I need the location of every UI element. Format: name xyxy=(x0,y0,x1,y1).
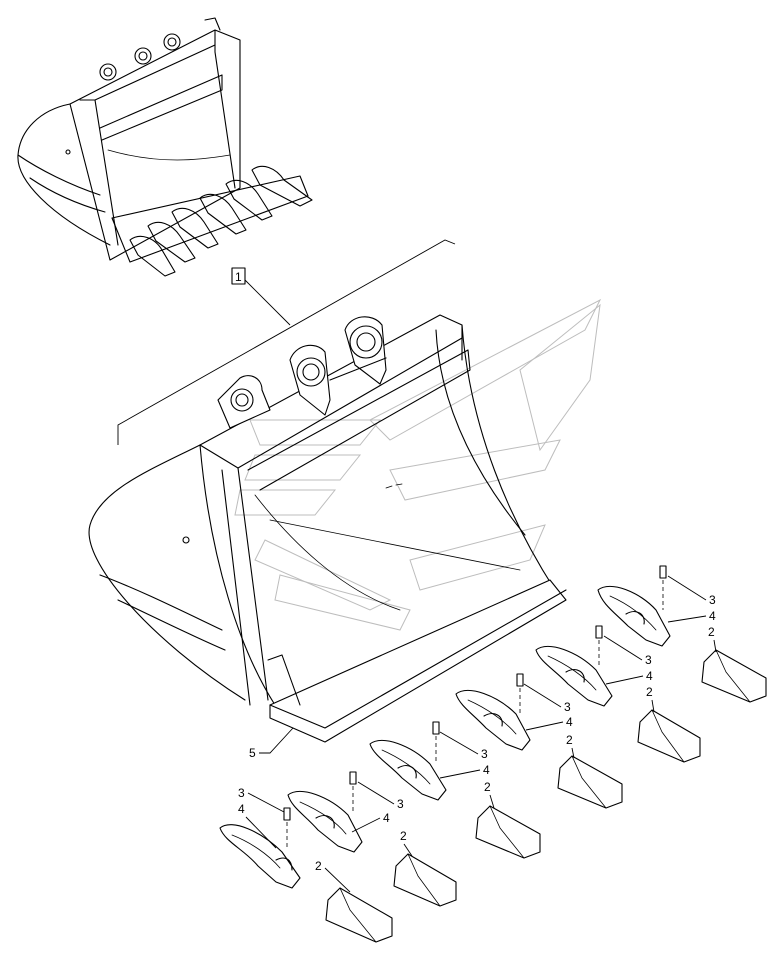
watermark-logo xyxy=(234,298,602,631)
adapters xyxy=(219,585,671,889)
callout-label: 3 xyxy=(481,747,488,761)
tip-2 xyxy=(393,853,457,907)
callout-label: 1 xyxy=(235,270,242,284)
callout-label: 2 xyxy=(484,780,491,794)
callout-label: 4 xyxy=(483,763,490,777)
callout-label: 4 xyxy=(646,669,653,683)
adapter-4 xyxy=(455,689,531,751)
tip-6 xyxy=(701,649,767,703)
bucket-main xyxy=(88,314,567,743)
pin-1 xyxy=(283,807,291,850)
callout-label: 2 xyxy=(708,625,715,639)
tip-5 xyxy=(637,709,701,763)
adapter-3 xyxy=(369,739,447,801)
bucket-lugs xyxy=(217,316,387,429)
pin-2 xyxy=(349,771,357,812)
callout-label: 3 xyxy=(397,797,404,811)
adapter-1 xyxy=(219,824,301,889)
callout-label: 4 xyxy=(709,609,716,623)
pin-3 xyxy=(432,721,440,762)
callout-label: 5 xyxy=(249,746,256,760)
center-mark xyxy=(385,483,403,489)
callout-label: 4 xyxy=(566,715,573,729)
callout-label: 4 xyxy=(238,802,245,816)
kit-callout: 1 xyxy=(117,239,456,445)
callout-label: 2 xyxy=(315,859,322,873)
adapter-2 xyxy=(287,790,363,853)
callout-label: 2 xyxy=(566,733,573,747)
adapter-5 xyxy=(535,645,613,707)
bucket-callout: 5 xyxy=(249,727,294,760)
callout-label: 2 xyxy=(400,829,407,843)
callout-box xyxy=(231,267,246,285)
pin-4 xyxy=(516,673,524,714)
tip-callouts: 2 2 2 2 2 2 xyxy=(315,625,717,893)
pins xyxy=(283,565,667,850)
callout-label: 3 xyxy=(564,700,571,714)
callout-label: 3 xyxy=(709,593,716,607)
pin-callouts: 3 3 3 3 3 3 xyxy=(238,575,716,813)
pin-5 xyxy=(595,625,603,668)
callout-label: 3 xyxy=(645,653,652,667)
callout-label: 4 xyxy=(383,811,390,825)
tips xyxy=(325,649,767,943)
overview-teeth xyxy=(129,165,313,277)
tip-4 xyxy=(557,755,623,809)
bucket-overview xyxy=(17,17,313,277)
tip-3 xyxy=(475,805,541,859)
adapter-6 xyxy=(597,585,671,647)
tip-1 xyxy=(325,887,393,943)
callout-label: 3 xyxy=(238,786,245,800)
pin-6 xyxy=(659,565,667,610)
callout-label: 2 xyxy=(646,685,653,699)
adapter-callouts: 4 4 4 4 4 4 xyxy=(238,609,716,849)
